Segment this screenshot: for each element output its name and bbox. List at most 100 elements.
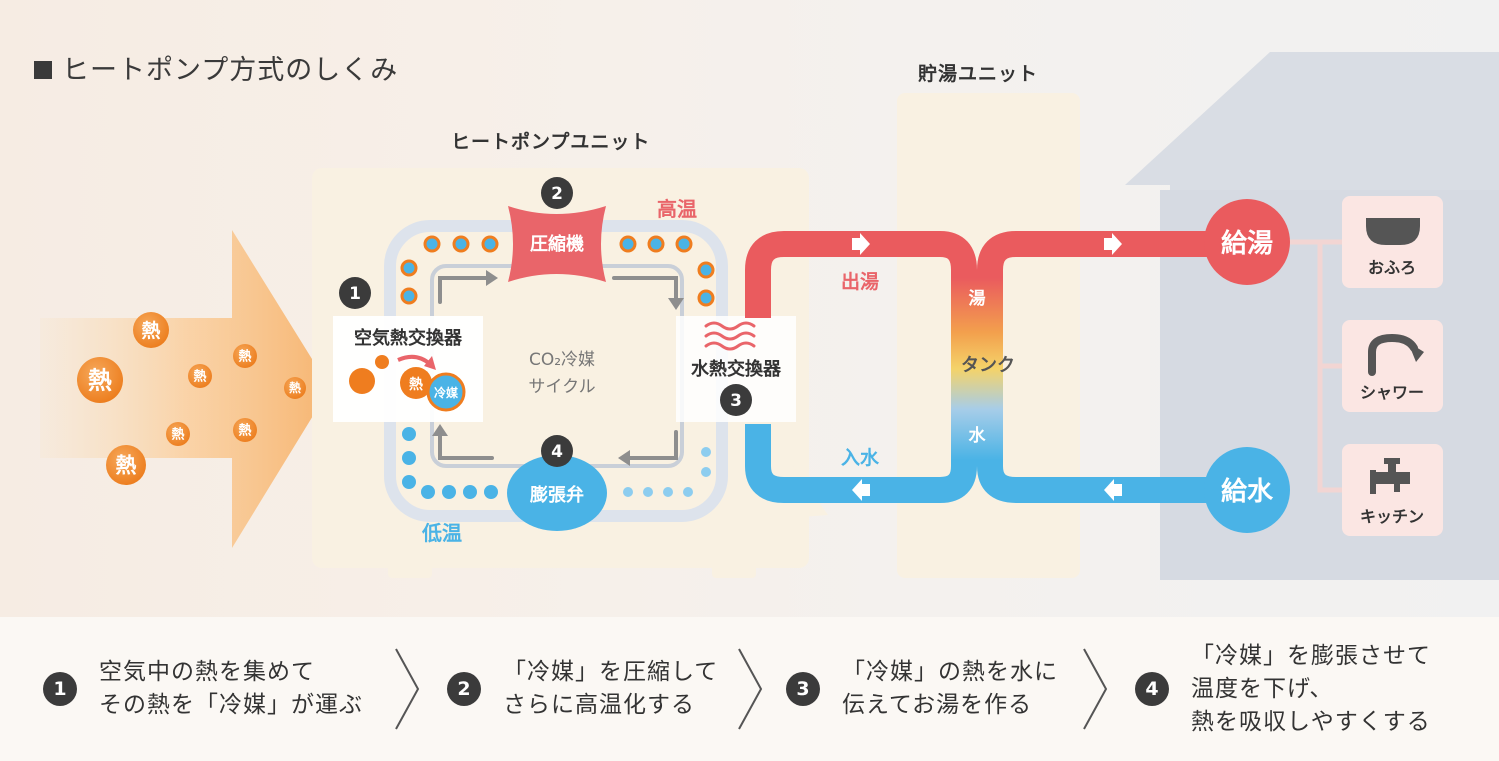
compressor: 圧縮機 <box>508 206 606 282</box>
heat-particle <box>188 364 212 388</box>
air-heat-exchanger: 空気熱交換器 熱 冷媒 <box>333 316 483 422</box>
refrigerant-chip-label: 冷媒 <box>434 385 459 400</box>
badge-1: 1 <box>349 284 361 304</box>
step-4-number: 4 <box>1135 672 1169 706</box>
badge-2: 2 <box>551 184 563 204</box>
heat-particle <box>106 445 146 485</box>
step-3: 3 「冷媒」の熱を水に 伝えてお湯を作る <box>786 617 1058 761</box>
hot-supply-label: 給湯 <box>1221 228 1273 259</box>
heat-particles: 熱熱熱熱熱熱熱熱 <box>77 312 306 485</box>
cold-flow-arrow-1 <box>852 479 870 501</box>
heat-particle <box>77 357 123 403</box>
refrigerant-dot <box>647 235 665 253</box>
step-2-text: 「冷媒」を圧縮して さらに高温化する <box>503 659 719 718</box>
heat-waves-icon <box>704 321 756 351</box>
cold-flow-arrow-2 <box>1104 479 1122 501</box>
heat-particle-label: 熱 <box>171 427 184 443</box>
heat-particle-label: 熱 <box>116 454 137 478</box>
flow-arrows <box>852 233 1122 501</box>
refrigerant-dot <box>701 447 711 457</box>
step-3-number: 3 <box>786 672 820 706</box>
step-4-text: 「冷媒」を膨張させて 温度を下げ、 熱を吸収しやすくする <box>1191 642 1431 735</box>
chevron-right-icon <box>1083 648 1108 730</box>
step-3-text: 「冷媒」の熱を水に 伝えてお湯を作る <box>842 659 1058 718</box>
cycle-label-line1: CO₂冷媒 <box>529 350 595 370</box>
tank-bottom-label: 水 <box>969 425 987 446</box>
step-1-text: 空気中の熱を集めて その熱を「冷媒」が運ぶ <box>99 659 363 718</box>
fixture-bath: おふろ <box>1342 196 1443 288</box>
refrigerant-dot <box>697 289 715 307</box>
refrigerant-dot <box>400 259 418 277</box>
bathtub-icon <box>1366 218 1420 245</box>
cycle-label-line2: サイクル <box>528 377 595 397</box>
water-heat-exchanger-label: 水熱交換器 <box>691 358 782 380</box>
tank <box>951 278 1003 460</box>
refrigerant-dot <box>484 485 498 499</box>
fixture-shower-label: シャワー <box>1360 383 1424 402</box>
heat-pump-diagram: 圧縮機 膨張弁 空気熱交換器 熱 冷媒 水熱交換器 1 2 3 <box>40 52 1499 580</box>
heat-particle <box>133 312 169 348</box>
heat-particle-label: 熱 <box>289 380 301 395</box>
heat-particle <box>233 418 257 442</box>
heat-particle-label: 熱 <box>238 423 251 439</box>
heat-intake-arrow <box>40 230 330 548</box>
fixture-kitchen: キッチン <box>1342 444 1443 536</box>
refrigerant-dot <box>423 235 441 253</box>
refrigerant-dot <box>421 485 435 499</box>
fixture-shower: シャワー <box>1342 320 1443 412</box>
refrigerant-dot <box>675 235 693 253</box>
refrigerant-dot <box>683 487 693 497</box>
shower-icon <box>1368 333 1424 376</box>
high-temp-label: 高温 <box>657 197 697 221</box>
heat-particle <box>166 422 190 446</box>
heat-particle-label: 熱 <box>141 319 160 342</box>
air-heat-exchanger-label: 空気熱交換器 <box>354 327 463 349</box>
step-2-number: 2 <box>447 672 481 706</box>
fixture-bath-label: おふろ <box>1368 258 1416 277</box>
heat-particle-label: 熱 <box>193 369 206 385</box>
water-supply-circle <box>1204 447 1290 533</box>
refrigerant-dot <box>402 451 416 465</box>
refrigerant-dot <box>442 485 456 499</box>
tank-top-label: 湯 <box>969 289 986 309</box>
hot-supply-circle <box>1204 199 1290 285</box>
expansion-valve: 膨張弁 <box>507 455 607 531</box>
cycle-arrowheads <box>432 270 684 466</box>
hot-flow-arrow-2 <box>1104 233 1122 255</box>
refrigerant-dots <box>400 235 715 499</box>
refrigerant-dot <box>697 261 715 279</box>
refrigerant-dot <box>402 427 416 441</box>
step-1-number: 1 <box>43 672 77 706</box>
refrigerant-dot <box>452 235 470 253</box>
heat-pump-unit-label: ヒートポンプユニット <box>451 131 651 153</box>
heat-chip-label: 熱 <box>409 376 423 393</box>
refrigerant-dot <box>701 467 711 477</box>
refrigerant-dot <box>643 487 653 497</box>
water-supply-label: 給水 <box>1221 476 1274 507</box>
heat-particle-label: 熱 <box>88 367 112 395</box>
component-badges: 1 2 3 4 <box>339 177 752 467</box>
chevron-right-icon <box>395 648 420 730</box>
heat-particle-label: 熱 <box>238 349 251 365</box>
refrigerant-dot <box>463 485 477 499</box>
fixture-connectors <box>1290 239 1342 493</box>
faucet-icon <box>1370 458 1410 494</box>
badge-4: 4 <box>551 442 563 462</box>
diagram-title: ヒートポンプ方式のしくみ <box>34 48 398 87</box>
refrigerant-dot <box>400 287 418 305</box>
low-temp-label: 低温 <box>421 521 462 545</box>
heat-particle <box>284 377 306 399</box>
hot-flow-arrow-1 <box>852 233 870 255</box>
expansion-valve-label: 膨張弁 <box>529 484 584 506</box>
fixture-kitchen-label: キッチン <box>1360 507 1424 526</box>
steps-bar: 1 空気中の熱を集めて その熱を「冷媒」が運ぶ 2 「冷媒」を圧縮して さらに高… <box>0 617 1499 761</box>
refrigerant-dot <box>481 235 499 253</box>
refrigerant-dot <box>402 475 416 489</box>
step-4: 4 「冷媒」を膨張させて 温度を下げ、 熱を吸収しやすくする <box>1135 617 1431 761</box>
refrigerant-dot <box>619 235 637 253</box>
step-2: 2 「冷媒」を圧縮して さらに高温化する <box>447 617 718 761</box>
step-1: 1 空気中の熱を集めて その熱を「冷媒」が運ぶ <box>43 617 363 761</box>
water-in-label: 入水 <box>841 447 880 469</box>
diagram-title-text: ヒートポンプ方式のしくみ <box>62 55 399 86</box>
tank-label: タンク <box>961 355 1015 376</box>
